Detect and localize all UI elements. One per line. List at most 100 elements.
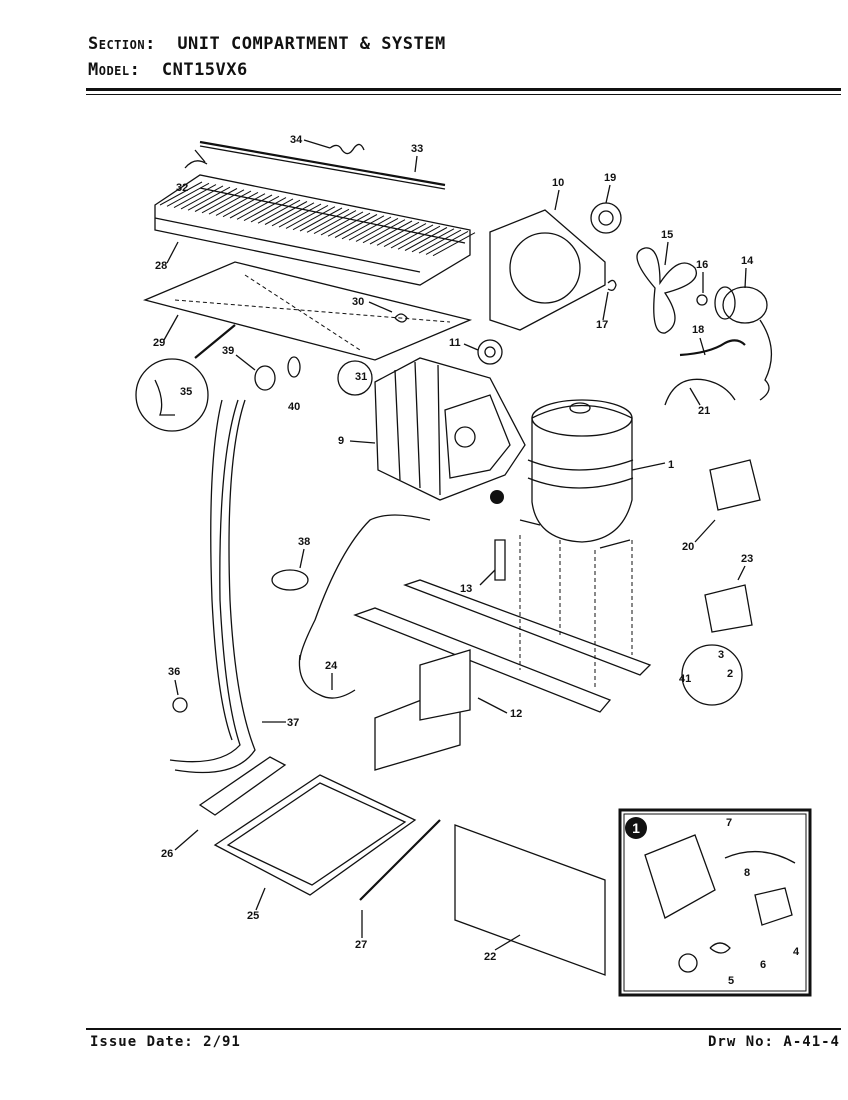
callout-8: 8 (744, 867, 750, 879)
callout-7: 7 (726, 817, 732, 829)
condenser-fin (320, 211, 364, 236)
callout-9: 9 (338, 435, 344, 447)
section-title: UNIT COMPARTMENT & SYSTEM (177, 34, 446, 54)
condenser-fin (418, 229, 462, 254)
callout-4: 4 (793, 946, 800, 958)
model-number: CNT15VX6 (161, 60, 248, 80)
callout-34: 34 (290, 134, 303, 146)
condenser-fin (187, 186, 231, 211)
part-37-tube (169, 399, 256, 774)
callout-12: 12 (510, 708, 522, 720)
model-line: Model: CNT15VX6 (88, 60, 248, 80)
callout-31: 31 (355, 371, 367, 383)
part-36-fitting (172, 697, 188, 713)
condenser-fin (243, 197, 287, 222)
part-39-grommet (254, 365, 276, 391)
part-15-fan-blade (636, 247, 697, 334)
part-40-grommet (287, 356, 301, 378)
callout-38: 38 (298, 536, 310, 548)
condenser-fin (292, 206, 336, 231)
condenser-fin (355, 217, 399, 242)
section-key: Section: (88, 34, 156, 54)
callout-1: 1 (668, 459, 674, 471)
callout-11: 11 (449, 337, 461, 349)
condenser-fin (257, 199, 301, 224)
callout-36: 36 (168, 666, 180, 678)
callout-3: 3 (718, 649, 724, 661)
callout-10: 10 (552, 177, 564, 189)
condenser-fin (327, 212, 371, 237)
callout-14: 14 (741, 255, 754, 267)
condenser-fin (397, 225, 441, 250)
callout-28: 28 (155, 260, 167, 272)
pan-guides (174, 274, 451, 351)
callout-32: 32 (176, 182, 188, 194)
condenser-fin (306, 208, 350, 233)
condenser-fin (229, 194, 273, 219)
condenser-fin (390, 224, 434, 249)
callout-15: 15 (661, 229, 673, 241)
callout-24: 24 (325, 660, 338, 672)
condenser-fin (432, 232, 476, 257)
condenser-fin (173, 184, 217, 209)
condenser-fin (222, 193, 266, 218)
part-20-relay (709, 459, 761, 511)
callout-20: 20 (682, 541, 694, 553)
part-12-base (353, 579, 652, 771)
condenser-fin (201, 189, 245, 214)
callouts: 1 2 3 4 5 6 7 8 9 10 11 12 13 14 15 16 1… (153, 134, 800, 987)
section-line: Section: UNIT COMPARTMENT & SYSTEM (88, 34, 446, 54)
footer-rule (86, 1028, 841, 1030)
condenser-fin (348, 216, 392, 241)
condenser-fin (362, 219, 406, 244)
part-30-clip (394, 313, 408, 323)
drawing-number: Drw No: A-41-4 (707, 1034, 840, 1050)
part-17-clip (607, 279, 617, 291)
condenser-fin (180, 185, 224, 210)
callout-39: 39 (222, 345, 234, 357)
part-27-bracket (359, 819, 441, 901)
callout-35: 35 (180, 386, 192, 398)
part-37-tube-b (210, 399, 233, 741)
inset-marker: 1 (632, 820, 640, 836)
part-31-detail (337, 360, 373, 396)
callout-21: 21 (698, 405, 710, 417)
part-38-clamp (271, 569, 309, 591)
condenser-fin (271, 202, 315, 227)
condenser-fin (236, 195, 280, 220)
callout-33: 33 (411, 143, 423, 155)
part-32-clip (184, 149, 208, 169)
header-rule-thin (86, 94, 841, 95)
condenser-fin (278, 203, 322, 228)
callout-6: 6 (760, 959, 766, 971)
condenser-fin (425, 230, 469, 255)
condenser-fin (215, 191, 259, 216)
mount-guides (519, 535, 633, 690)
condenser-fin (369, 220, 413, 245)
condenser-fin (285, 204, 329, 229)
condenser-fin (383, 223, 427, 248)
part-11-grommet (477, 339, 503, 365)
inset-box: 1 (618, 808, 812, 997)
condenser-fin (341, 215, 385, 240)
ref-marker-compressor (490, 490, 504, 504)
condenser-fin (376, 221, 420, 246)
condenser-fin (264, 201, 308, 225)
part-33-rod (199, 140, 446, 190)
part-34-wire (329, 143, 365, 155)
callout-16: 16 (696, 259, 708, 271)
header-rule-thick (86, 88, 841, 91)
callout-40: 40 (288, 401, 300, 413)
callout-23: 23 (741, 553, 753, 565)
part-13-drier (494, 539, 506, 581)
tubing (299, 514, 431, 661)
condenser-fin (334, 214, 378, 238)
part-16-nut (696, 294, 708, 306)
part-26-bracket (198, 756, 287, 816)
callout-37: 37 (287, 717, 299, 729)
callout-41: 41 (679, 673, 691, 685)
part-19-grommet (590, 202, 622, 234)
condenser-fin (208, 190, 252, 215)
callout-19: 19 (604, 172, 616, 184)
model-key: Model: (88, 60, 141, 80)
